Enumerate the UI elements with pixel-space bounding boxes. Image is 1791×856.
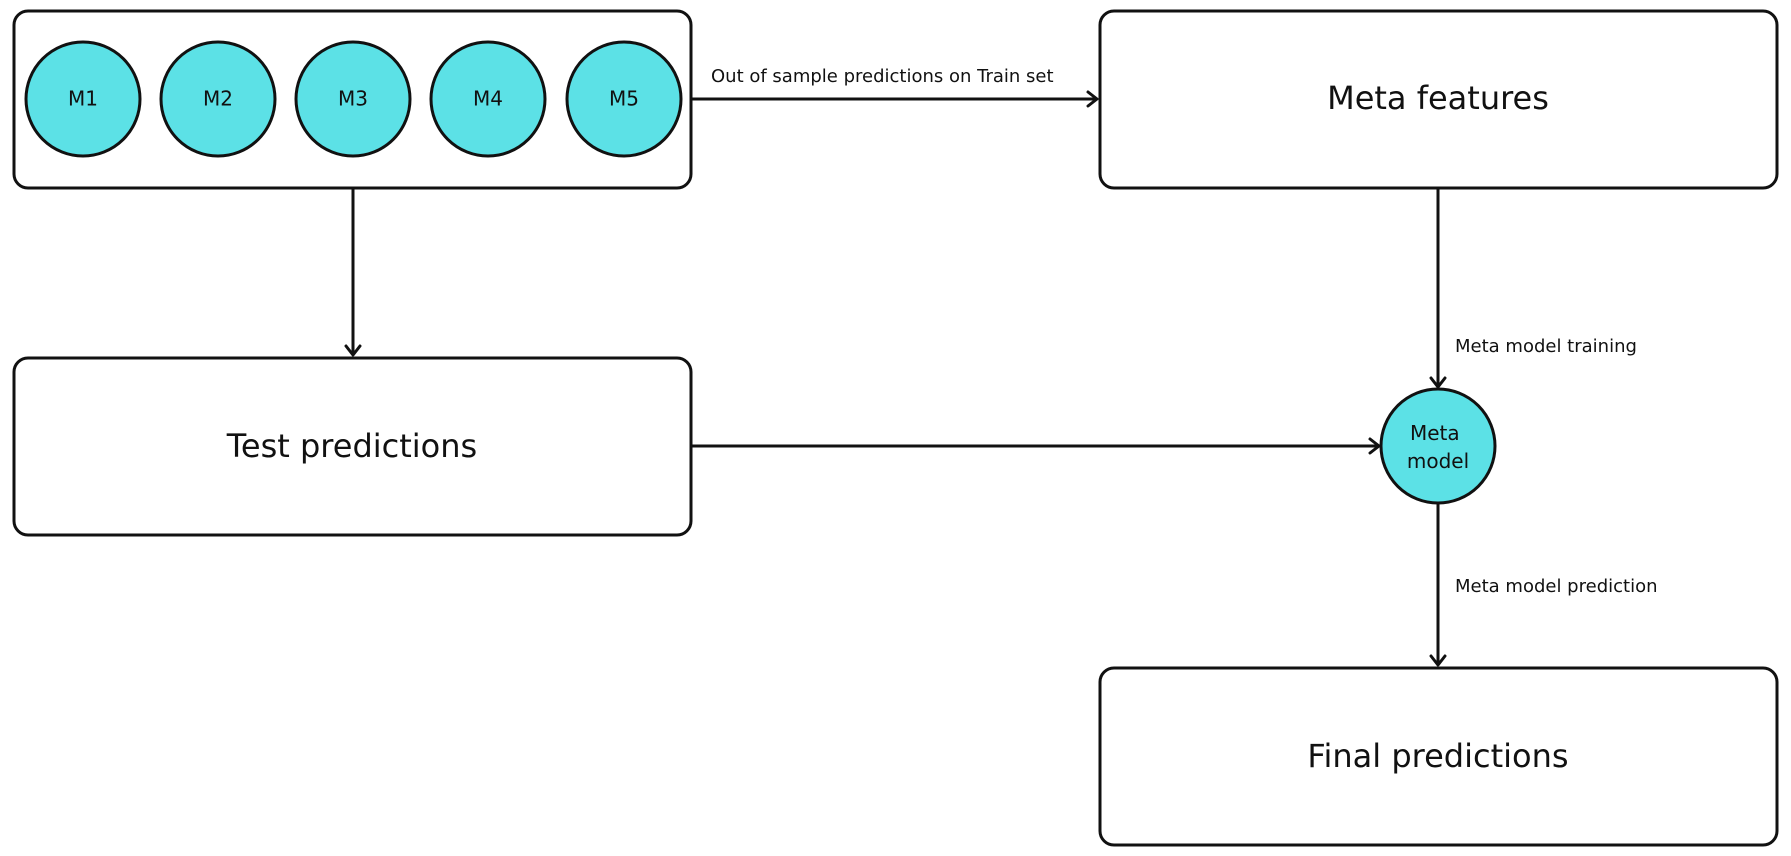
edge-oos-predictions: Out of sample predictions on Train set bbox=[692, 66, 1099, 108]
meta-model-label-line2: model bbox=[1407, 449, 1469, 473]
edge-meta-prediction-label: Meta model prediction bbox=[1455, 576, 1658, 597]
edge-base-to-test bbox=[344, 189, 362, 357]
meta-features-label: Meta features bbox=[1327, 79, 1549, 117]
edge-meta-prediction-arrowhead bbox=[1429, 654, 1447, 667]
edge-oos-arrowhead bbox=[1086, 90, 1099, 108]
edge-oos-label: Out of sample predictions on Train set bbox=[711, 66, 1054, 87]
edge-meta-prediction: Meta model prediction bbox=[1429, 504, 1658, 667]
meta-model-circle bbox=[1379, 387, 1497, 505]
model-m1-label: M1 bbox=[68, 87, 98, 111]
edge-test-to-meta bbox=[692, 437, 1381, 455]
model-node-m1: M1 bbox=[24, 40, 142, 158]
edge-meta-training-label: Meta model training bbox=[1455, 336, 1637, 357]
model-node-m5: M5 bbox=[565, 40, 683, 158]
test-predictions-node: Test predictions bbox=[12, 356, 693, 537]
test-predictions-label: Test predictions bbox=[226, 427, 477, 465]
edge-base-to-test-arrowhead bbox=[344, 344, 362, 357]
edge-test-to-meta-arrowhead bbox=[1368, 437, 1381, 455]
model-m3-label: M3 bbox=[338, 87, 368, 111]
final-predictions-label: Final predictions bbox=[1307, 737, 1568, 775]
model-node-m4: M4 bbox=[429, 40, 547, 158]
model-m4-label: M4 bbox=[473, 87, 503, 111]
meta-features-node: Meta features bbox=[1098, 9, 1779, 190]
meta-features-box bbox=[1098, 9, 1779, 190]
model-m3-circle bbox=[294, 40, 412, 158]
model-m5-label: M5 bbox=[609, 87, 639, 111]
edge-meta-training: Meta model training bbox=[1429, 189, 1637, 389]
model-node-m2: M2 bbox=[159, 40, 277, 158]
model-m4-circle bbox=[429, 40, 547, 158]
meta-model-node: Meta model bbox=[1379, 387, 1497, 505]
model-m5-circle bbox=[565, 40, 683, 158]
edge-meta-training-arrowhead bbox=[1429, 376, 1447, 389]
model-m2-circle bbox=[159, 40, 277, 158]
meta-model-label-line1: Meta bbox=[1410, 421, 1460, 445]
model-m2-label: M2 bbox=[203, 87, 233, 111]
meta-model-label: Meta model bbox=[1407, 421, 1469, 473]
model-node-m3: M3 bbox=[294, 40, 412, 158]
test-predictions-box bbox=[12, 356, 693, 537]
final-predictions-box bbox=[1098, 666, 1779, 847]
model-m1-circle bbox=[24, 40, 142, 158]
final-predictions-node: Final predictions bbox=[1098, 666, 1779, 847]
